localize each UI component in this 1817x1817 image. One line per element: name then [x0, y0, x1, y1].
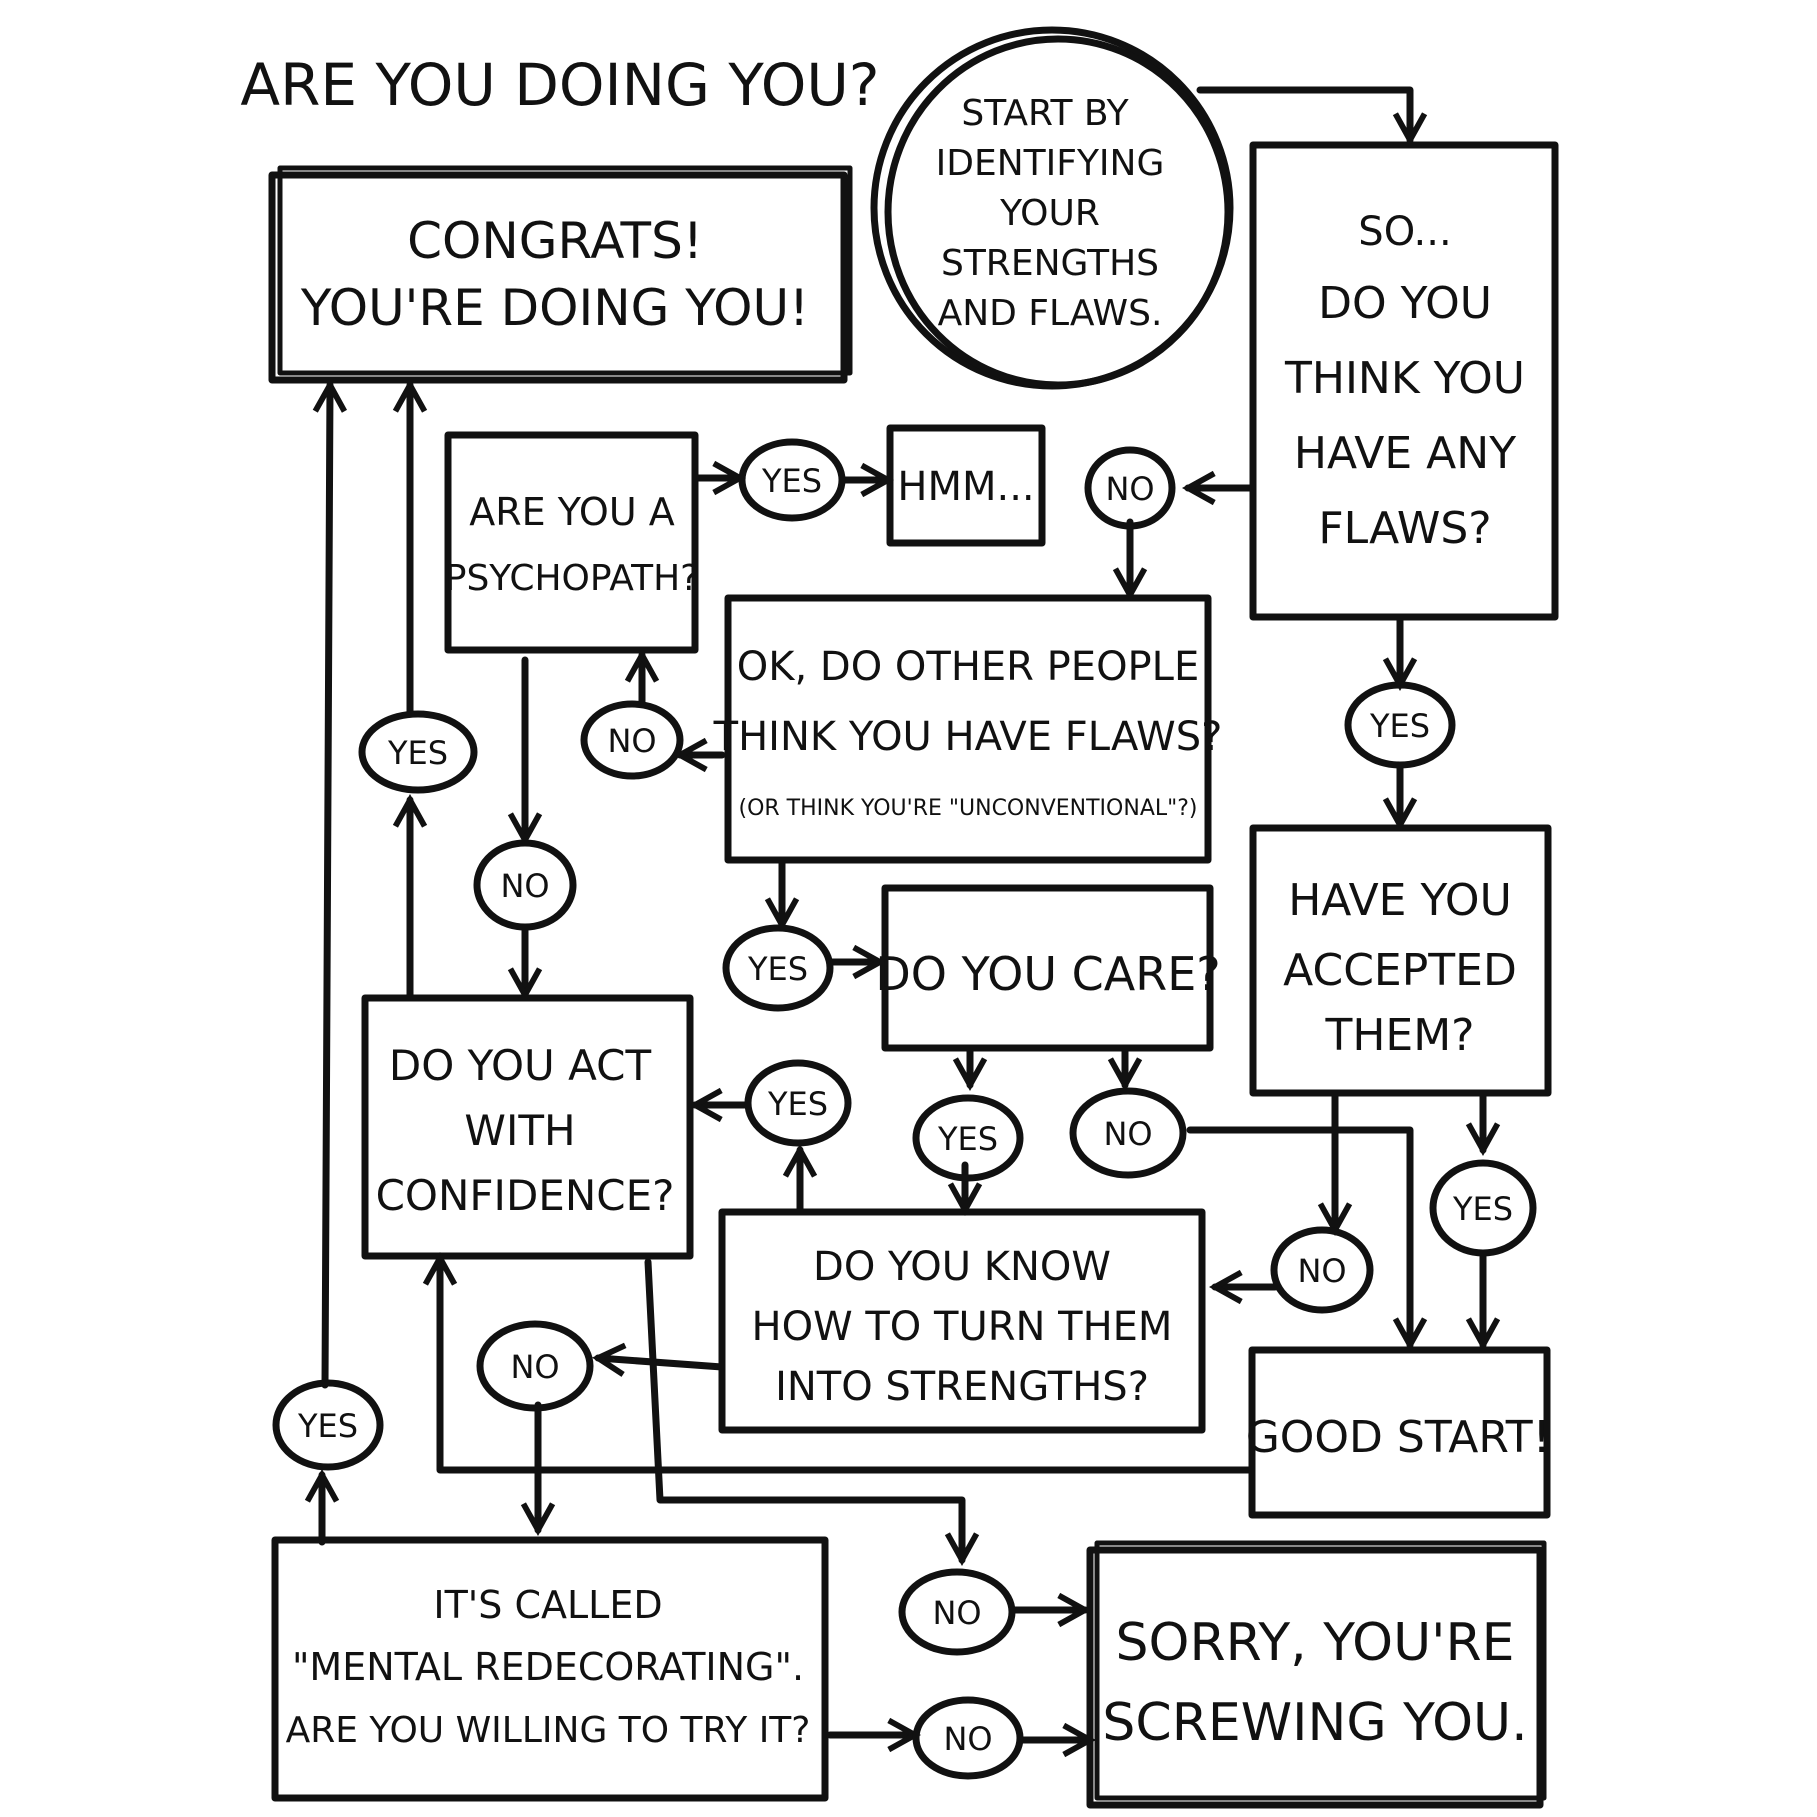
flaws-line-1: SO...	[1358, 209, 1451, 255]
accepted-line-1: HAVE YOU	[1288, 875, 1512, 926]
answer-yes-care: YES	[912, 1094, 1024, 1182]
mental-line-1: IT'S CALLED	[433, 1583, 662, 1627]
hmm-node: HMM...	[886, 424, 1046, 547]
answer-no-confidence: NO	[898, 1568, 1016, 1656]
congrats-line-1: CONGRATS!	[407, 212, 703, 270]
congrats-line-2: YOU'RE DOING YOU!	[300, 279, 809, 337]
flaws-line-4: HAVE ANY	[1294, 428, 1516, 479]
answer-label: NO	[510, 1348, 559, 1386]
answer-yes-mental: YES	[272, 1379, 384, 1471]
answer-yes-flaws: YES	[1344, 681, 1456, 769]
connectors	[322, 86, 1483, 1740]
confidence-line-2: WITH	[464, 1106, 575, 1155]
others-line-2: THINK YOU HAVE FLAWS?	[713, 714, 1223, 760]
mental-line-2: "MENTAL REDECORATING".	[292, 1645, 804, 1689]
answer-yes-psychopath: YES	[738, 438, 846, 522]
answer-yes-accepted: YES	[1429, 1159, 1537, 1257]
connector-know-to-no	[598, 1358, 726, 1367]
answer-yes-confidence: YES	[358, 710, 478, 794]
answer-label: NO	[943, 1720, 992, 1758]
answer-label: NO	[1103, 1115, 1152, 1153]
answer-label: NO	[500, 867, 549, 905]
hmm-text: HMM...	[897, 464, 1034, 510]
answer-ovals: NO YES YES NO NO YES YES YES	[272, 438, 1537, 1780]
care-text: DO YOU CARE?	[875, 947, 1220, 1001]
start-line-3: YOUR	[999, 193, 1100, 234]
answer-label: YES	[1452, 1190, 1513, 1228]
answer-no-psychopath: NO	[473, 839, 577, 931]
answer-no-flaws: NO	[1084, 446, 1176, 530]
connector-confidence-to-no	[644, 1258, 962, 1560]
start-line-4: STRENGTHS	[941, 243, 1159, 284]
confidence-question-node: DO YOU ACT WITH CONFIDENCE?	[361, 994, 694, 1260]
psychopath-line-2: PSYCHOPATH?	[445, 558, 700, 599]
answer-label: YES	[297, 1407, 358, 1445]
answer-label: YES	[747, 950, 808, 988]
connector-yes-to-congrats-long	[325, 385, 330, 1389]
answer-no-accepted: NO	[1270, 1226, 1374, 1314]
answer-no-others: NO	[580, 700, 684, 780]
flaws-line-2: DO YOU	[1318, 278, 1492, 329]
mental-question-node: IT'S CALLED "MENTAL REDECORATING". ARE Y…	[271, 1536, 829, 1802]
answer-label: NO	[932, 1594, 981, 1632]
know-line-1: DO YOU KNOW	[813, 1244, 1111, 1290]
start-line-2: IDENTIFYING	[936, 143, 1165, 184]
start-node: START BY IDENTIFYING YOUR STRENGTHS AND …	[870, 26, 1234, 390]
sorry-node: SORRY, YOU'RE SCREWING YOU.	[1086, 1540, 1547, 1809]
answer-no-care: NO	[1069, 1087, 1187, 1179]
answer-label: YES	[1369, 707, 1430, 745]
sorry-line-2: SCREWING YOU.	[1102, 1693, 1527, 1753]
sorry-line-1: SORRY, YOU'RE	[1116, 1613, 1515, 1673]
confidence-line-3: CONFIDENCE?	[376, 1171, 675, 1220]
mental-line-3: ARE YOU WILLING TO TRY IT?	[286, 1710, 811, 1751]
start-line-1: START BY	[961, 93, 1129, 134]
others-note: (OR THINK YOU'RE "UNCONVENTIONAL"?)	[738, 796, 1197, 821]
accepted-question-node: HAVE YOU ACCEPTED THEM?	[1249, 824, 1552, 1097]
start-line-5: AND FLAWS.	[938, 293, 1163, 334]
answer-label: NO	[1105, 470, 1154, 508]
congrats-node: CONGRATS! YOU'RE DOING YOU!	[268, 165, 853, 384]
flaws-line-5: FLAWS?	[1318, 503, 1491, 554]
flaws-line-3: THINK YOU	[1284, 353, 1525, 404]
connector-start-to-flaws	[1196, 86, 1410, 140]
psychopath-question-node: ARE YOU A PSYCHOPATH?	[444, 431, 700, 654]
psychopath-line-1: ARE YOU A	[469, 490, 674, 534]
others-line-1: OK, DO OTHER PEOPLE	[737, 644, 1199, 690]
answer-no-mental: NO	[912, 1696, 1024, 1780]
answer-label: YES	[937, 1120, 998, 1158]
answer-label: YES	[387, 734, 448, 772]
connector-goodstart-to-confidence	[440, 1258, 1256, 1474]
accepted-line-2: ACCEPTED	[1283, 945, 1517, 996]
chart-title: ARE YOU DOING YOU?	[240, 51, 879, 119]
care-question-node: DO YOU CARE?	[875, 884, 1221, 1052]
answer-label: NO	[1297, 1252, 1346, 1290]
accepted-line-3: THEM?	[1324, 1010, 1474, 1061]
answer-label: NO	[607, 722, 656, 760]
know-line-3: INTO STRENGTHS?	[775, 1364, 1149, 1410]
know-line-2: HOW TO TURN THEM	[752, 1304, 1173, 1350]
answer-no-know: NO	[476, 1320, 594, 1412]
answer-yes-know: YES	[744, 1059, 852, 1147]
confidence-line-1: DO YOU ACT	[389, 1041, 652, 1090]
answer-yes-others: YES	[722, 924, 834, 1012]
answer-label: YES	[761, 462, 822, 500]
good-start-text: GOOD START!	[1246, 1412, 1551, 1463]
answer-label: YES	[767, 1085, 828, 1123]
connector-no-to-goodstart	[1186, 1126, 1410, 1345]
know-question-node: DO YOU KNOW HOW TO TURN THEM INTO STRENG…	[718, 1208, 1206, 1434]
good-start-node: GOOD START!	[1246, 1346, 1551, 1519]
flaws-question-node: SO... DO YOU THINK YOU HAVE ANY FLAWS?	[1249, 141, 1559, 621]
others-question-node: OK, DO OTHER PEOPLE THINK YOU HAVE FLAWS…	[713, 594, 1223, 864]
